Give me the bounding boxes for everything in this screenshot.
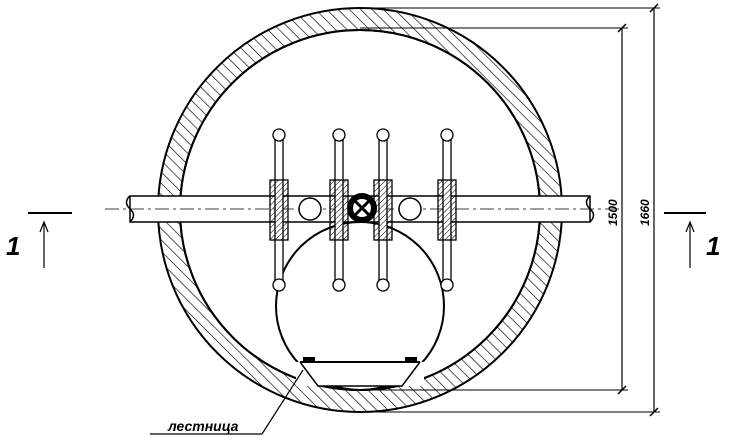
section-label-right: 1	[706, 231, 720, 261]
callout-leader	[150, 369, 304, 435]
section-label-left: 1	[6, 231, 20, 261]
lower-vessel	[275, 221, 445, 391]
riser-1	[269, 128, 289, 292]
handwheel-icon	[347, 193, 377, 223]
riser-2	[329, 128, 349, 292]
callout-label: лестница	[167, 418, 239, 434]
dimension-lines	[360, 3, 660, 417]
riser-4	[437, 128, 457, 292]
section-marker-left	[28, 212, 72, 268]
dimension-outer-label: 1660	[638, 199, 652, 226]
pipe-valves	[298, 193, 422, 223]
risers	[269, 128, 457, 292]
riser-3	[373, 128, 393, 292]
section-marker-right	[664, 212, 706, 268]
dimension-inner-label: 1500	[606, 199, 620, 226]
